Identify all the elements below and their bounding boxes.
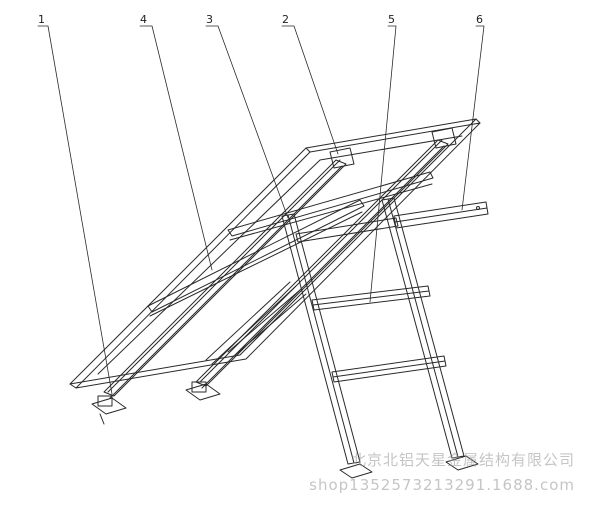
callout-leaders [37,25,485,395]
cross-brace-lower [331,355,447,383]
foot-plate-rear-right [445,455,479,471]
foot-plate-left [91,395,127,425]
rear-leg-right [381,197,465,459]
callout-3: 3 [206,13,213,26]
purlin-rail-right [195,127,457,389]
callout-4: 4 [140,13,147,26]
side-arm [393,201,489,229]
cross-brace-upper [311,285,431,311]
rear-leg-left [281,213,361,465]
watermark-company: 北京北铝天星金属结构有限公司 [350,451,575,469]
diagonal-strut [205,281,307,365]
watermark-shop-url: shop1352573213291.1688.com [309,476,575,494]
callout-2: 2 [282,13,289,26]
cross-brace-top [295,217,399,243]
purlin-rail-left [103,147,355,399]
foot-plate-middle [185,381,221,401]
callout-1: 1 [38,13,45,26]
callout-6: 6 [476,13,483,26]
foot-plate-rear-left [339,463,373,479]
callout-5: 5 [388,13,395,26]
